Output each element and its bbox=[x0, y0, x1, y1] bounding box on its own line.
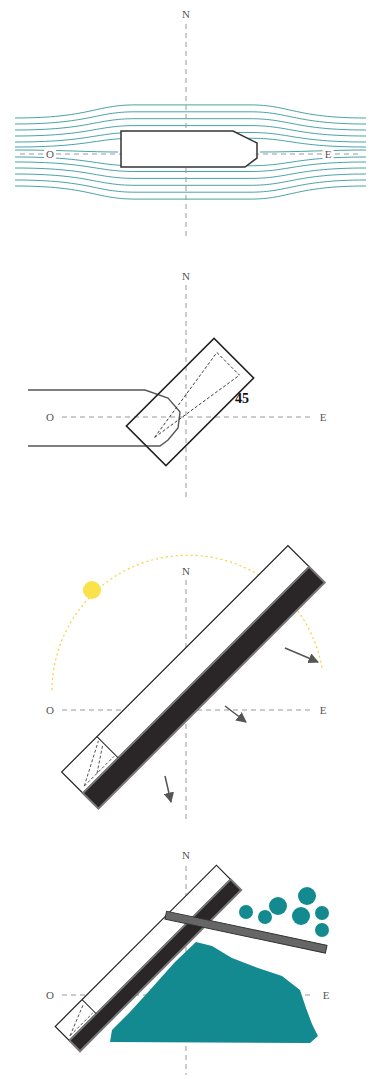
angle-label: 45 bbox=[233, 391, 251, 406]
compass-label: N bbox=[180, 849, 192, 861]
building-slab bbox=[62, 546, 325, 809]
building-rotated bbox=[126, 338, 253, 465]
facade-arrow bbox=[285, 648, 318, 662]
panel-rotation bbox=[28, 285, 312, 500]
compass-label: O bbox=[44, 411, 56, 423]
panel-flow bbox=[15, 24, 366, 240]
axis-ew bbox=[62, 417, 312, 418]
compass-label: N bbox=[180, 565, 192, 577]
flow-line bbox=[15, 174, 366, 185]
facade-arrow bbox=[165, 776, 171, 802]
building-plan bbox=[121, 131, 257, 167]
compass-label: E bbox=[318, 411, 329, 423]
flow-lines bbox=[15, 105, 366, 199]
flow-line bbox=[15, 112, 366, 124]
building-original bbox=[28, 390, 180, 446]
compass-label: E bbox=[323, 148, 334, 160]
compass-label: N bbox=[180, 270, 192, 282]
compass-label: E bbox=[318, 704, 329, 716]
flow-line bbox=[15, 119, 366, 130]
facade-arrow bbox=[225, 706, 246, 722]
sun bbox=[83, 581, 101, 599]
building-slab bbox=[55, 865, 241, 1051]
panel-sun bbox=[52, 546, 325, 820]
compass-label: N bbox=[180, 8, 192, 20]
flow-line bbox=[15, 180, 366, 192]
compass-label: O bbox=[44, 148, 56, 160]
compass-label: E bbox=[321, 989, 332, 1001]
trees bbox=[239, 887, 329, 937]
panel-site bbox=[55, 865, 329, 1075]
compass-label: O bbox=[44, 704, 56, 716]
compass-label: O bbox=[44, 989, 56, 1001]
flow-line bbox=[15, 186, 366, 199]
axis-ns bbox=[186, 285, 187, 500]
